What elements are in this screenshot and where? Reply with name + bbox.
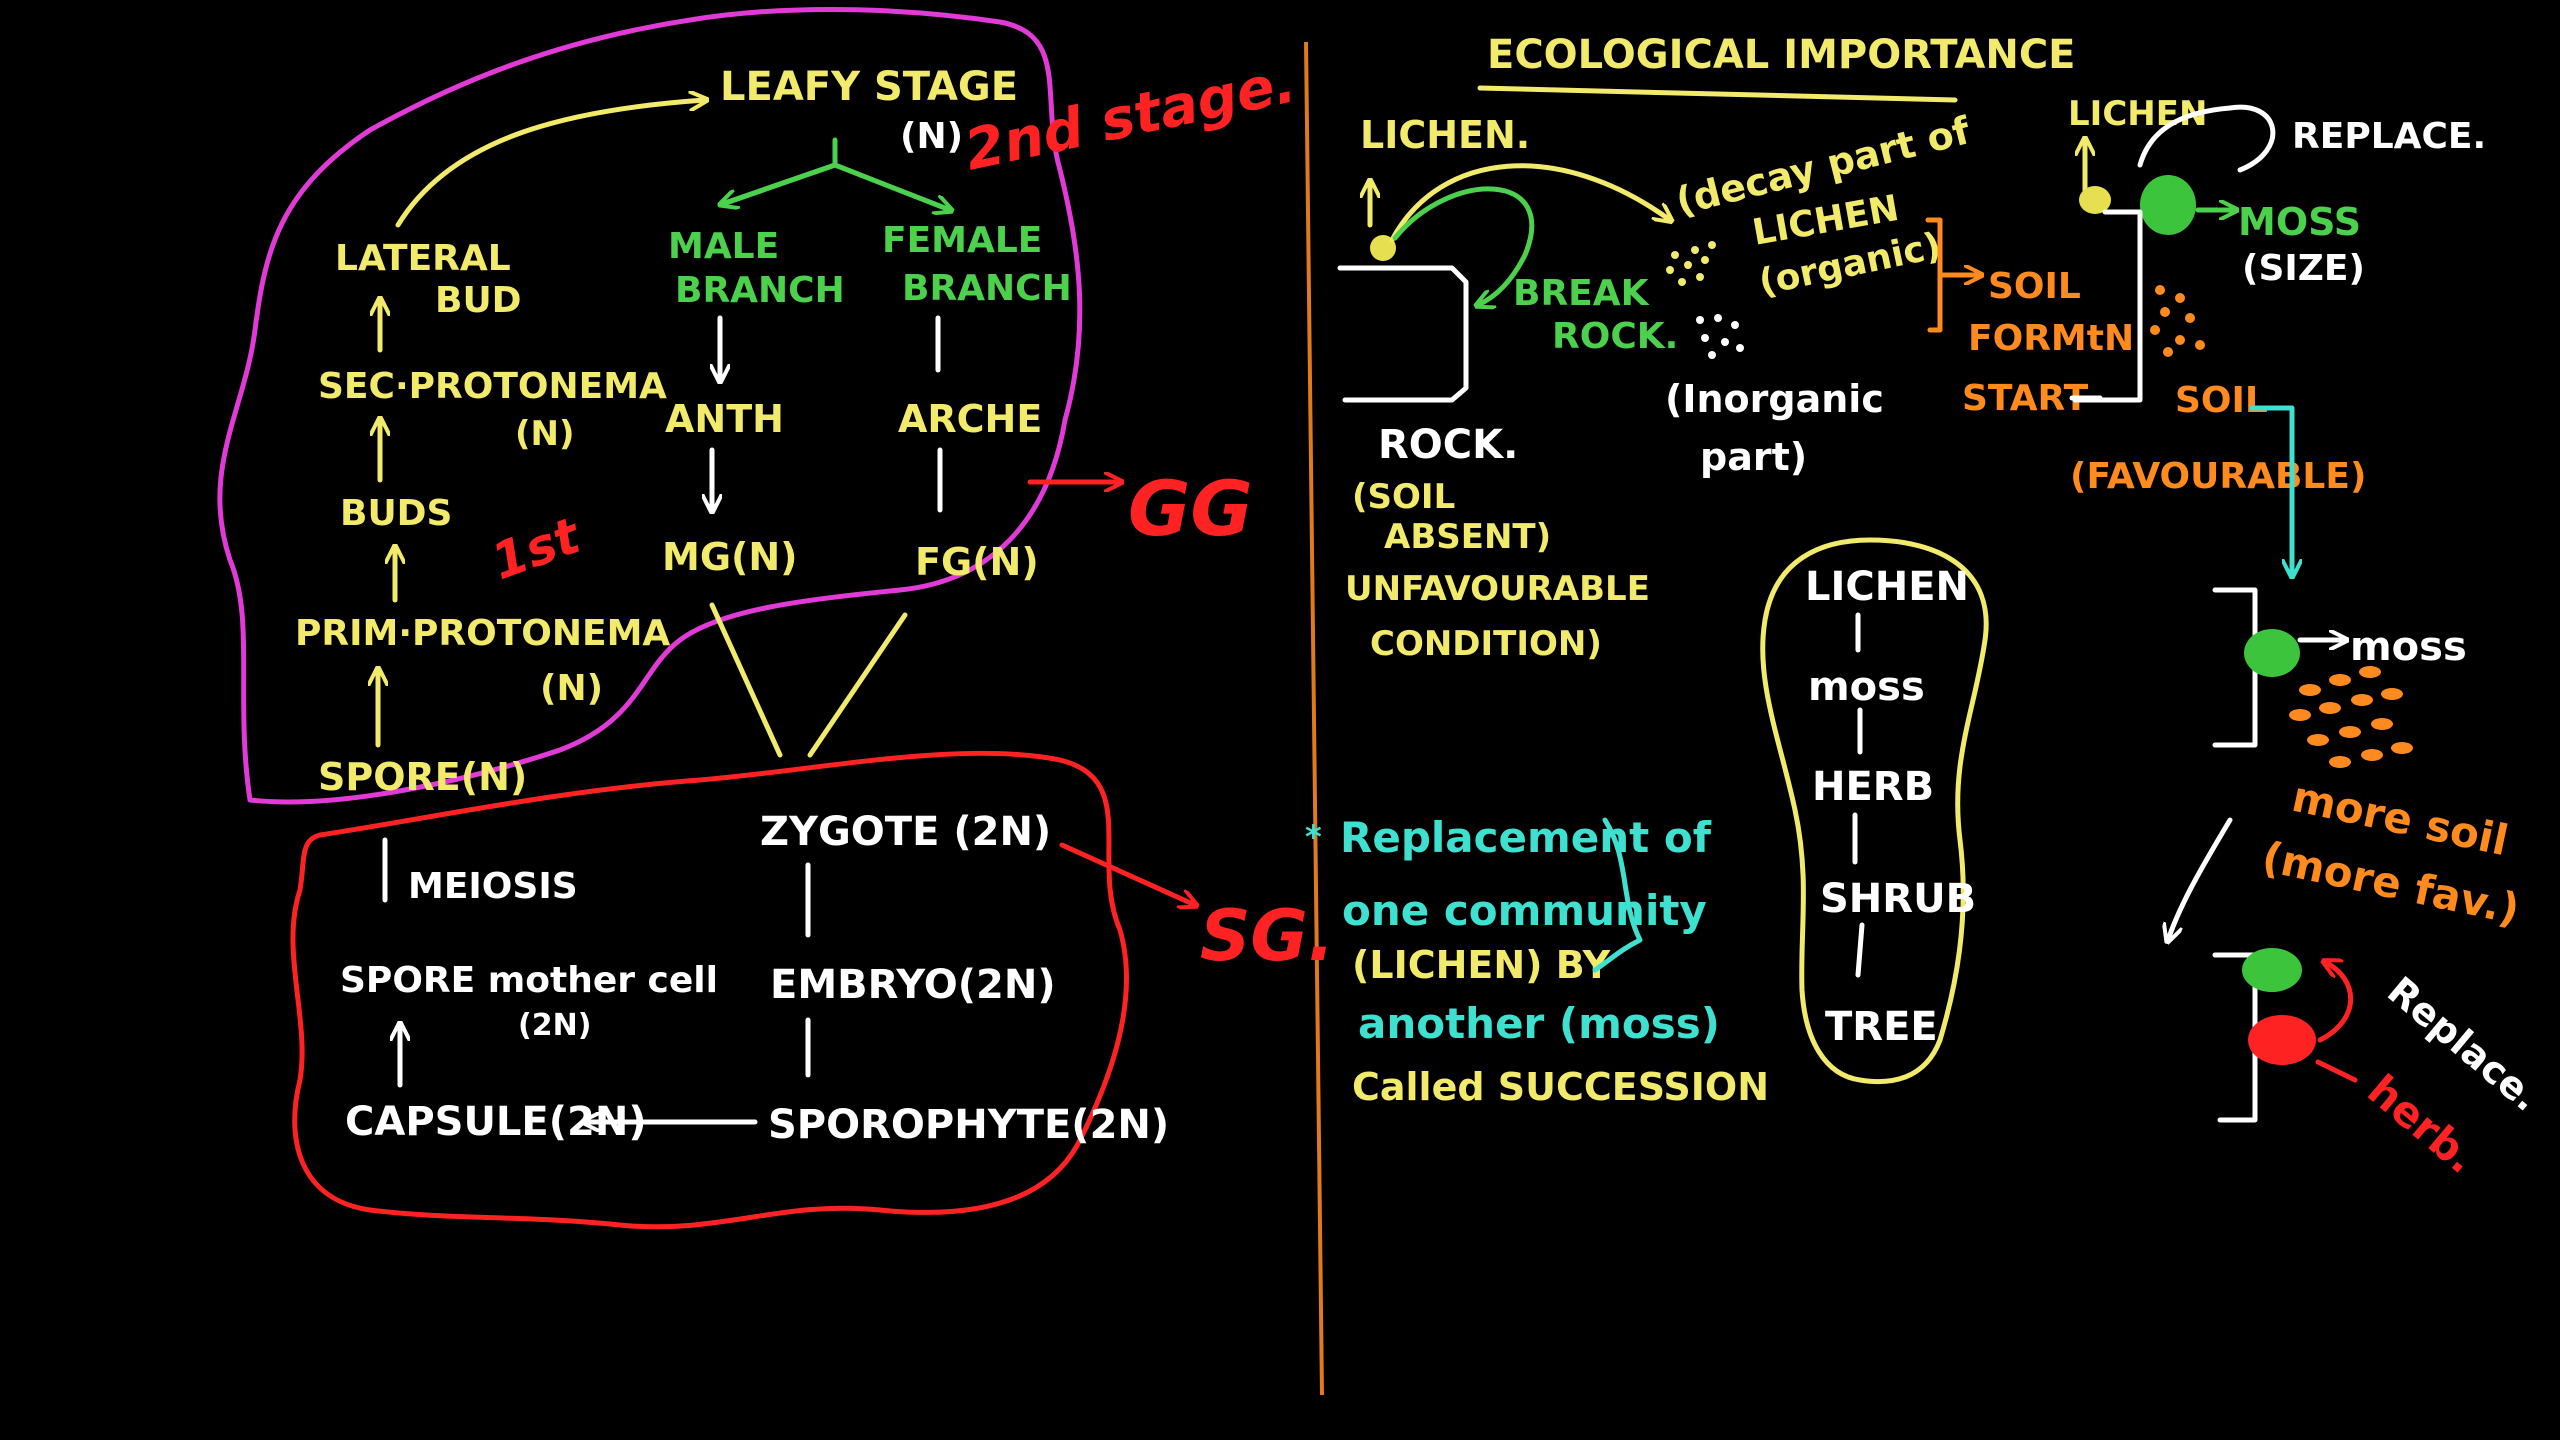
break-rock-label: ROCK.	[1552, 316, 1678, 357]
soil-particles-2	[2289, 666, 2413, 768]
inorganic-label-2: part)	[1700, 435, 1807, 479]
smc-ploidy: (2N)	[518, 1008, 591, 1043]
organic-particles	[1666, 241, 1716, 286]
size-label: (SIZE)	[2242, 248, 2365, 289]
down-arrow-to-herb	[2168, 817, 2233, 940]
definition-line-5: Called SUCCESSION	[1352, 1065, 1769, 1109]
sg-label: SG.	[1200, 895, 1334, 977]
lichen-dot	[1370, 235, 1396, 261]
spore-label: SPORE(N)	[318, 755, 527, 799]
soil-form-1: SOIL	[1988, 266, 2081, 307]
moss-label-2: moss	[2350, 624, 2467, 670]
succession-lichen: LICHEN	[1805, 564, 1969, 610]
definition-line-2: one community	[1342, 886, 1707, 935]
zygote-label: ZYGOTE (2N)	[760, 809, 1051, 855]
unfavourable-label: UNFAVOURABLE	[1345, 569, 1650, 609]
soil-particles-1	[2150, 285, 2205, 357]
succession-outline	[1760, 537, 1989, 1085]
moss-label-1: MOSS	[2238, 200, 2361, 244]
gametophyte-outline	[217, 6, 1083, 805]
soil-absent-1: (SOIL	[1352, 477, 1455, 517]
inorganic-particles	[1696, 314, 1744, 359]
soil-form-bracket	[1925, 217, 1980, 333]
prim-protonema-ploidy: (N)	[540, 668, 603, 709]
rock-3-outline	[2212, 587, 2258, 748]
prim-protonema-label: PRIM·PROTONEMA	[295, 613, 670, 654]
male-label: MALE	[668, 226, 779, 267]
leafy-stage-label: LEAFY STAGE	[720, 64, 1018, 110]
male-branch-label: BRANCH	[675, 270, 845, 311]
moss-dot-1	[2140, 175, 2196, 235]
succession-herb: HERB	[1812, 764, 1934, 810]
succession-shrub: SHRUB	[1820, 876, 1976, 922]
rock-label: ROCK.	[1378, 422, 1518, 468]
favourable-label: (FAVOURABLE)	[2070, 456, 2366, 497]
rock-2-outline	[2072, 209, 2143, 403]
soil-label: SOIL	[2175, 380, 2268, 421]
herb-red-label: herb.	[2359, 1065, 2486, 1183]
gg-label: GG	[1128, 464, 1253, 553]
anth-label: ANTH	[665, 397, 784, 441]
sec-protonema-label: SEC·PROTONEMA	[318, 366, 667, 407]
sporophyte-label: SPOROPHYTE(2N)	[768, 1102, 1169, 1148]
sporophyte-outline	[290, 750, 1129, 1230]
herb-pointer	[2315, 1059, 2358, 1083]
center-divider	[1304, 41, 1324, 1396]
bud-to-leafy-arrow	[395, 100, 705, 228]
moss-dot-3	[2242, 948, 2302, 992]
replace-label-1: REPLACE.	[2292, 116, 2486, 157]
moss-dot-2	[2244, 629, 2300, 677]
sg-arrow	[1059, 842, 1195, 905]
arche-label: ARCHE	[898, 397, 1042, 441]
favourable-arrow	[2249, 405, 2292, 575]
smc-label: SPORE mother cell	[340, 960, 718, 1001]
succession-moss: moss	[1808, 664, 1925, 710]
shrub-to-tree-arrow	[1855, 922, 1865, 978]
break-rock-arrow	[1392, 186, 1535, 305]
embryo-label: EMBRYO(2N)	[770, 962, 1056, 1008]
meiosis-label: MEIOSIS	[408, 866, 578, 907]
fertilization-lines	[709, 602, 908, 758]
inorganic-label-1: (Inorganic	[1665, 377, 1884, 421]
definition-star: *	[1305, 818, 1322, 856]
female-branch-label: BRANCH	[902, 268, 1072, 309]
male-branch-arrow	[722, 162, 838, 204]
soil-absent-2: ABSENT)	[1384, 517, 1551, 557]
lichen-label: LICHEN.	[1360, 113, 1530, 157]
rock-outline	[1337, 265, 1469, 403]
succession-tree: TREE	[1825, 1004, 1938, 1050]
replace-arrow-1	[2137, 104, 2276, 173]
herb-dot	[2248, 1015, 2316, 1065]
mg-label: MG(N)	[662, 535, 798, 579]
lichen2-label: LICHEN	[2068, 94, 2207, 134]
definition-bracket	[1592, 817, 1643, 973]
sec-protonema-ploidy: (N)	[515, 414, 575, 454]
lichen-decay-arrow	[1389, 163, 1670, 243]
fg-label: FG(N)	[915, 540, 1039, 584]
female-label: FEMALE	[882, 220, 1042, 261]
first-stage-note: 1st	[484, 506, 589, 591]
capsule-label: CAPSULE(2N)	[345, 1099, 647, 1145]
soil-form-2: FORMtN	[1968, 318, 2134, 359]
definition-line-4: another (moss)	[1358, 999, 1720, 1048]
definition-line-1: Replacement of	[1340, 813, 1712, 862]
bud-label: BUD	[435, 280, 522, 321]
soil-form-3: START	[1962, 378, 2089, 419]
lichen2-dot	[2079, 186, 2111, 214]
buds-label: BUDS	[340, 493, 452, 534]
ecological-importance-title: ECOLOGICAL IMPORTANCE	[1487, 32, 2076, 78]
replace-arrow-2	[2320, 962, 2354, 1043]
leafy-stage-ploidy: (N)	[900, 116, 963, 157]
break-label: BREAK	[1513, 273, 1650, 314]
definition-line-3: (LICHEN) BY	[1352, 943, 1611, 987]
condition-label: CONDITION)	[1370, 624, 1602, 664]
title-underline	[1477, 85, 1958, 103]
lateral-label: LATERAL	[335, 238, 511, 279]
